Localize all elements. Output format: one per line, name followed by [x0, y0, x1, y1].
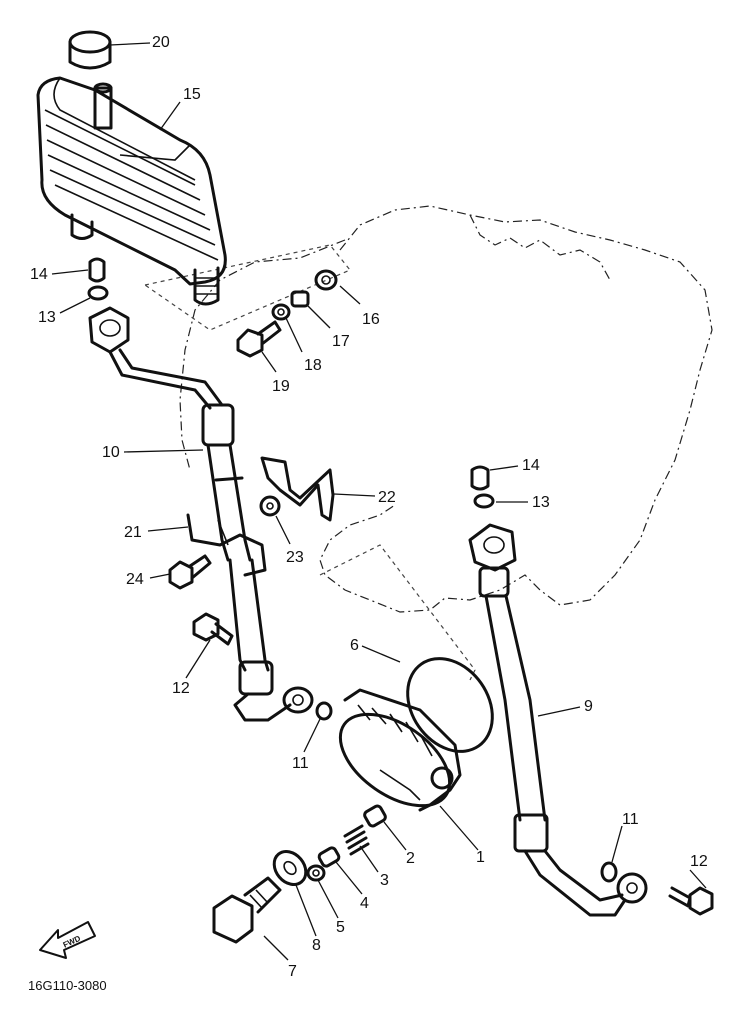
o-ring-right [473, 493, 495, 509]
callout-11-left: 11 [292, 755, 309, 772]
large-o-ring [406, 657, 494, 753]
callout-6: 6 [350, 637, 359, 654]
gasket-washer [272, 850, 308, 886]
oil-cooler [36, 76, 227, 306]
callout-12-left: 12 [172, 680, 190, 697]
o-ring-top-left [87, 285, 109, 301]
callout-3: 3 [380, 872, 389, 889]
callout-23: 23 [286, 549, 304, 566]
engine-outline [319, 205, 713, 613]
callout-20: 20 [152, 34, 170, 51]
callout-22: 22 [378, 489, 396, 506]
callout-7: 7 [288, 963, 297, 980]
o-ring-lower-right [600, 861, 618, 883]
hose-clamp-left [186, 513, 267, 577]
callout-15: 15 [183, 86, 201, 103]
lower-hose [468, 523, 648, 917]
upper-hose [88, 306, 314, 722]
filter-area-outline [319, 544, 476, 681]
callout-11-right: 11 [622, 811, 639, 828]
callout-13-right: 13 [532, 494, 550, 511]
filter-housing [338, 688, 462, 812]
leader-lines [51, 42, 707, 961]
washer-small [306, 864, 326, 882]
callout-4: 4 [360, 895, 369, 912]
callout-16: 16 [362, 311, 380, 328]
clamp-bolt [168, 554, 212, 590]
forward-arrow-icon: FWD [39, 921, 96, 959]
valve-seat [317, 846, 341, 868]
engine-detail [469, 214, 611, 281]
callout-21: 21 [124, 524, 142, 541]
engine-outline-left [179, 239, 346, 471]
washer-upper [271, 303, 291, 321]
union-bolt-right [470, 465, 490, 491]
callout-9: 9 [584, 698, 593, 715]
o-ring-left [315, 701, 333, 721]
callout-2: 2 [406, 850, 415, 867]
callout-14-upper: 14 [30, 266, 48, 283]
callout-10: 10 [102, 444, 120, 461]
cap [68, 30, 112, 70]
callout-5: 5 [336, 919, 345, 936]
relief-valve [363, 804, 387, 828]
callout-19: 19 [272, 378, 290, 395]
spring [343, 824, 370, 856]
callout-17: 17 [332, 333, 350, 350]
grommet [314, 269, 338, 291]
bolt-left [192, 612, 234, 646]
callout-13-upper: 13 [38, 309, 56, 326]
bolt-right [668, 886, 714, 916]
bolt-upper [236, 320, 282, 358]
bracket-grommet [259, 495, 281, 517]
filter-bolt [212, 876, 282, 944]
callout-18: 18 [304, 357, 322, 374]
union-bolt-top-left [88, 257, 106, 283]
callout-24: 24 [126, 571, 144, 588]
callout-1: 1 [476, 849, 485, 866]
hose-bracket [260, 456, 335, 522]
callout-12-right: 12 [690, 853, 708, 870]
callout-14-right: 14 [522, 457, 540, 474]
drawing-code: 16G110-3080 [28, 978, 107, 993]
callout-labels: 20 15 14 13 16 17 18 19 10 14 13 22 21 2… [30, 34, 708, 980]
callout-8: 8 [312, 937, 321, 954]
collar [290, 290, 310, 308]
